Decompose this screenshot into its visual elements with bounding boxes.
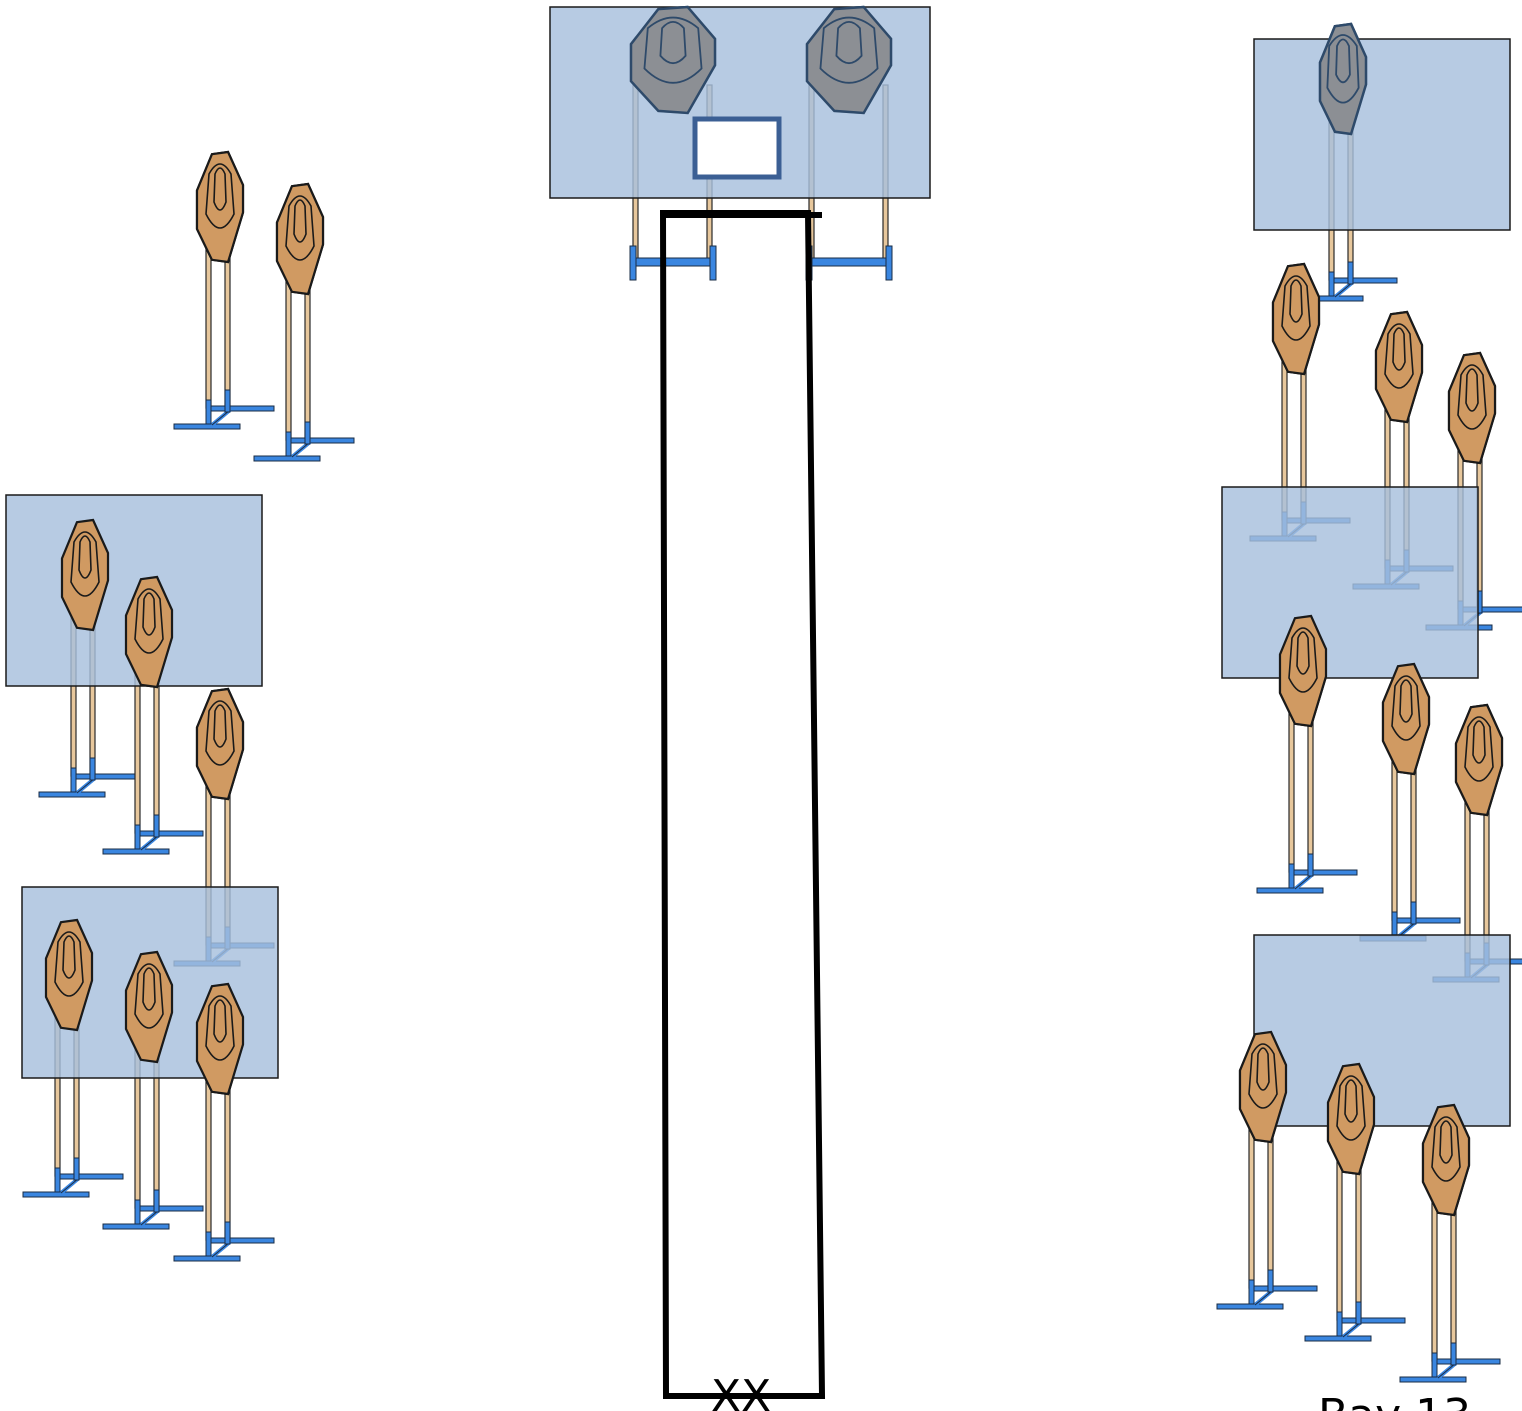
target-stand: [1216, 1269, 1318, 1310]
paper-target-icon: [1278, 614, 1328, 728]
target-stand: [1304, 1301, 1406, 1342]
paper-target-icon: [1271, 262, 1321, 376]
paper-target-icon: [1326, 1062, 1376, 1176]
foreground-targets: [44, 5, 1504, 1217]
target-stand: [102, 814, 204, 855]
target-stand: [102, 1189, 204, 1230]
barricade-wall-icon: [1221, 486, 1479, 679]
paper-target-icon: [124, 950, 174, 1064]
paper-target-icon: [1374, 310, 1424, 424]
steel-target-icon: [629, 5, 717, 115]
target-stand: [1296, 261, 1398, 302]
barricade-wall-icon: [1253, 38, 1511, 231]
paper-target-icon: [124, 575, 174, 689]
steel-target-icon: [805, 5, 893, 115]
no-shoot-box: [692, 116, 782, 180]
target-stand: [38, 757, 140, 798]
target-stand: [253, 421, 355, 462]
paper-target-icon: [60, 518, 110, 632]
paper-target-icon: [44, 918, 94, 1032]
paper-target-icon: [1454, 703, 1504, 817]
target-stand: [173, 389, 275, 430]
target-stand: [173, 1221, 275, 1262]
steel-target-icon: [1318, 22, 1368, 136]
target-stand: [1256, 853, 1358, 894]
paper-target-icon: [1381, 662, 1431, 776]
target-stand: [1399, 1342, 1501, 1383]
bay-label: Bay 13: [1318, 1390, 1471, 1411]
paper-target-icon: [195, 150, 245, 264]
paper-target-icon: [195, 982, 245, 1096]
shooting-area-mark: XX: [711, 1371, 771, 1411]
target-stand: [22, 1157, 124, 1198]
barricade-wall-icon: [1253, 934, 1511, 1127]
paper-target-icon: [1421, 1103, 1471, 1217]
paper-target-icon: [1238, 1030, 1288, 1144]
paper-target-icon: [275, 182, 325, 296]
shooting-area-box: [659, 210, 826, 1399]
paper-target-icon: [1447, 351, 1497, 465]
center-structure: [659, 116, 826, 1399]
paper-target-icon: [195, 687, 245, 801]
